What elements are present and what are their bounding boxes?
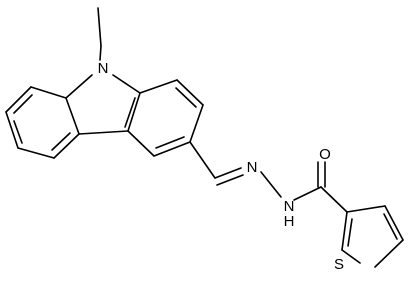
bond-left-2 — [53, 133, 80, 159]
bonds — [5, 7, 404, 268]
bond-left-1 — [65, 97, 80, 135]
bond-carbonyl-thiophene — [320, 186, 348, 213]
atom-label-nitrogen-ring: N — [98, 60, 109, 77]
bond-ch-n-double-b — [216, 174, 244, 186]
bond-thio-5 — [341, 211, 348, 251]
bond-thio-2 — [384, 205, 404, 241]
bond-right-3 — [176, 79, 204, 106]
bond-right-inner-a — [175, 87, 197, 108]
bond-thio-inner-a — [347, 218, 353, 247]
bond-left-5 — [5, 86, 32, 113]
bond-ethyl-ch2-n — [99, 45, 102, 61]
atom-label-hydrogen-amide: H — [284, 213, 295, 230]
bond-left-inner-b — [13, 94, 33, 114]
bond-ch-n-double-a — [214, 167, 242, 179]
bond-left-4 — [5, 111, 19, 149]
bond-right-1 — [127, 92, 141, 132]
bond-right-inner-c — [124, 97, 136, 128]
atom-labels: N N N H O S — [98, 60, 344, 273]
bond-right-5 — [153, 141, 191, 157]
atom-label-oxygen: O — [319, 146, 331, 163]
bond-left-6 — [30, 86, 67, 99]
bond-thio-1 — [346, 205, 386, 213]
bond-aryl-ch — [189, 141, 216, 179]
bond-right-inner-b — [155, 136, 185, 149]
bond-right-6 — [127, 130, 155, 157]
bond-right-4 — [189, 104, 204, 143]
atom-label-sulfur: S — [334, 256, 344, 273]
bond-left-3 — [17, 147, 55, 159]
bond-c4a-c4b — [78, 130, 129, 135]
bond-left-inner-c — [13, 120, 23, 144]
bond-n-n — [260, 171, 282, 198]
bond-thio-inner-b — [383, 213, 398, 240]
bond-right-2 — [139, 79, 178, 94]
bond-nh-carbonyl — [293, 186, 322, 201]
atom-label-nitrogen-amide: N — [284, 198, 295, 215]
bond-ethyl-ch3 — [97, 7, 102, 47]
bond-n-c8a — [65, 74, 93, 99]
bond-thio-4 — [341, 249, 361, 264]
bond-left-inner-a — [51, 132, 71, 151]
bond-n-c9a — [112, 74, 141, 94]
atom-label-nitrogen-imine: N — [247, 159, 258, 176]
bond-thio-3 — [374, 239, 404, 268]
